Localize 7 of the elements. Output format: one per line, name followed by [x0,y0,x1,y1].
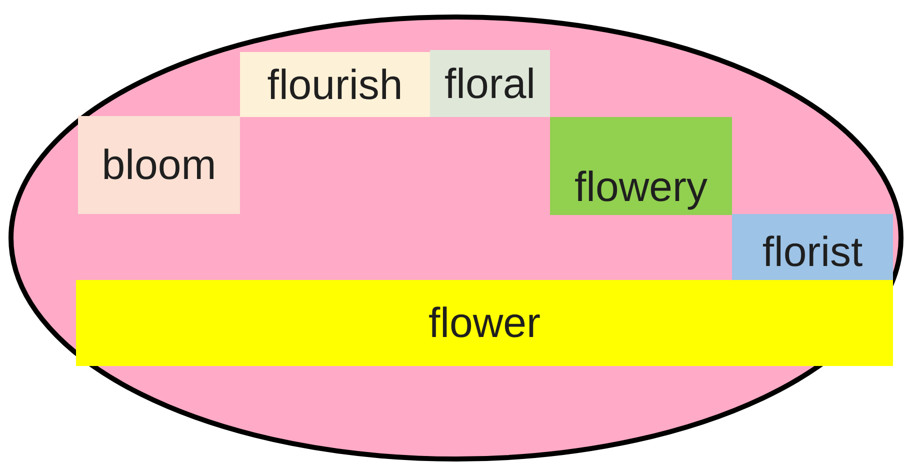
oval-background [8,14,904,462]
word-tile: flourish [240,52,430,117]
word-tile: florist [732,214,893,280]
word-tile: floral [430,50,550,117]
word-tile: flower [76,280,893,366]
word-tile: bloom [78,116,240,214]
word-tile: flowery [550,117,732,215]
